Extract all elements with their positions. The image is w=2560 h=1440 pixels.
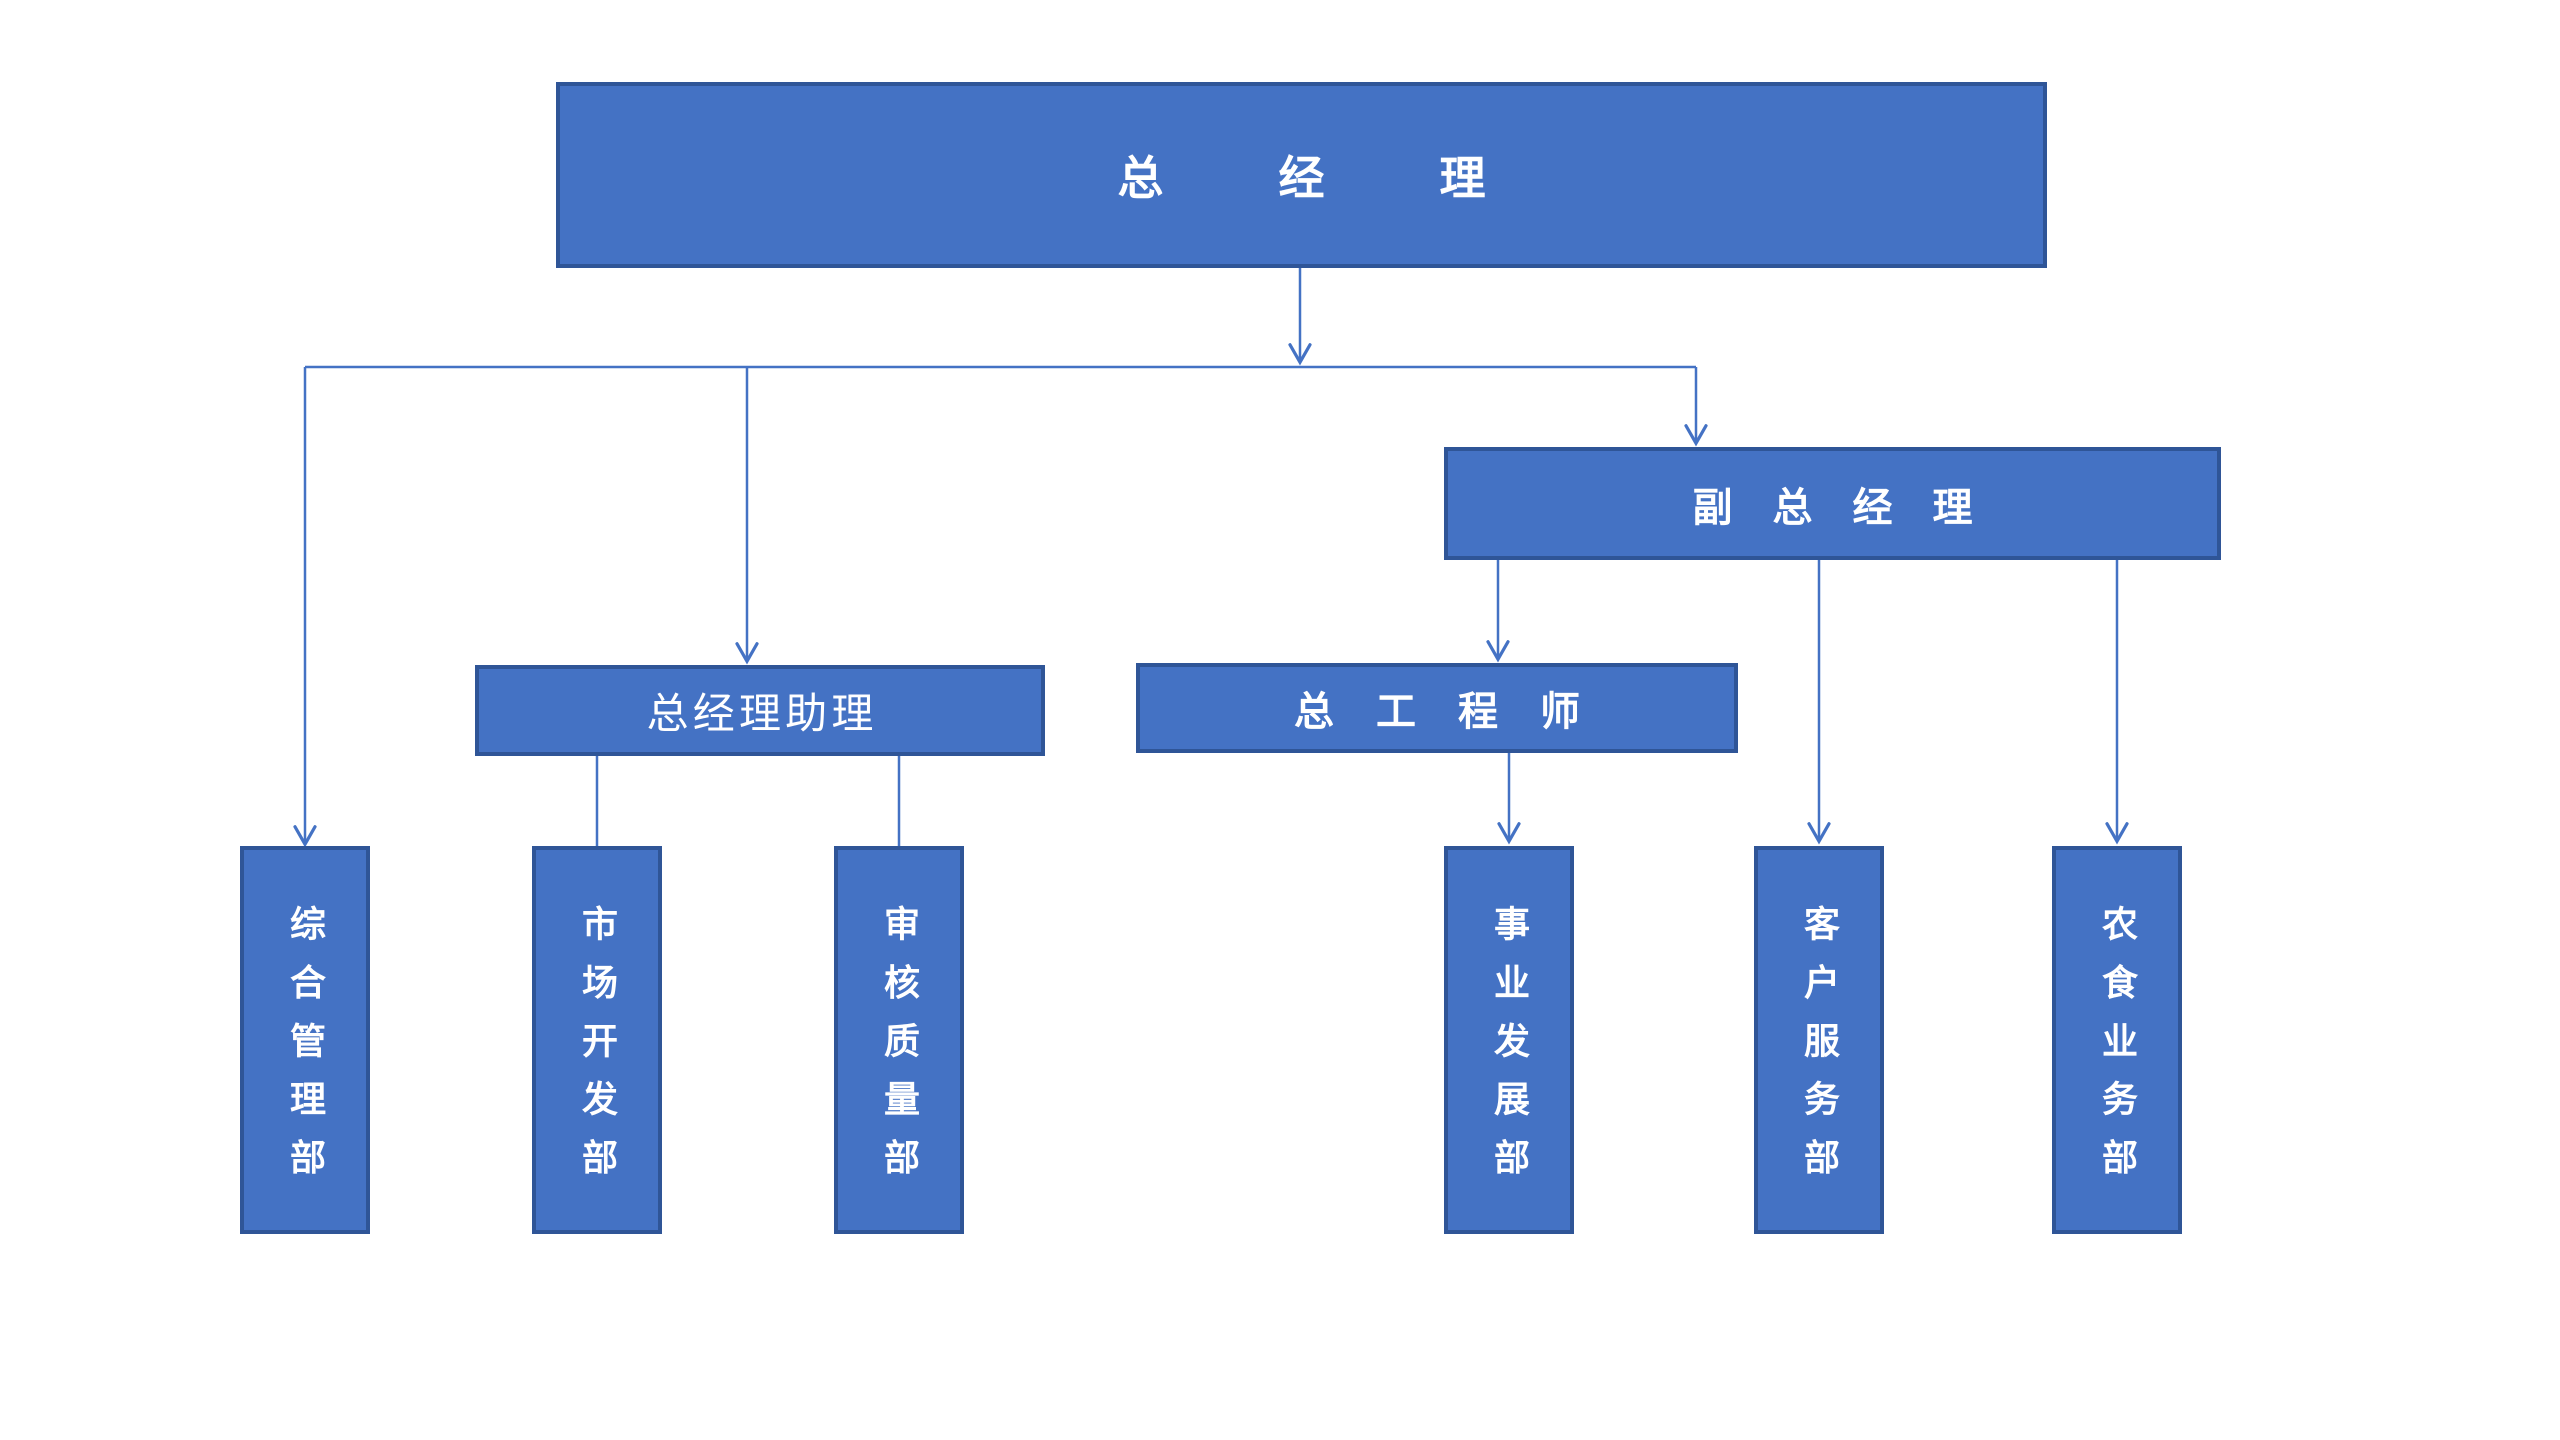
node-dept-market-development: 市场开发部 — [532, 846, 662, 1234]
node-gm-assistant: 总经理助理 — [475, 665, 1045, 756]
node-dept-audit-quality: 审核质量部 — [834, 846, 964, 1234]
node-chief-engineer: 总工程师 — [1136, 663, 1738, 753]
node-dept-business-development: 事业发展部 — [1444, 846, 1574, 1234]
node-dept-customer-service: 客户服务部 — [1754, 846, 1884, 1234]
node-general-manager: 总经理 — [556, 82, 2047, 268]
node-deputy-general-manager: 副总经理 — [1444, 447, 2221, 560]
node-dept-agrifood-business: 农食业务部 — [2052, 846, 2182, 1234]
node-dept-comprehensive-management: 综合管理部 — [240, 846, 370, 1234]
